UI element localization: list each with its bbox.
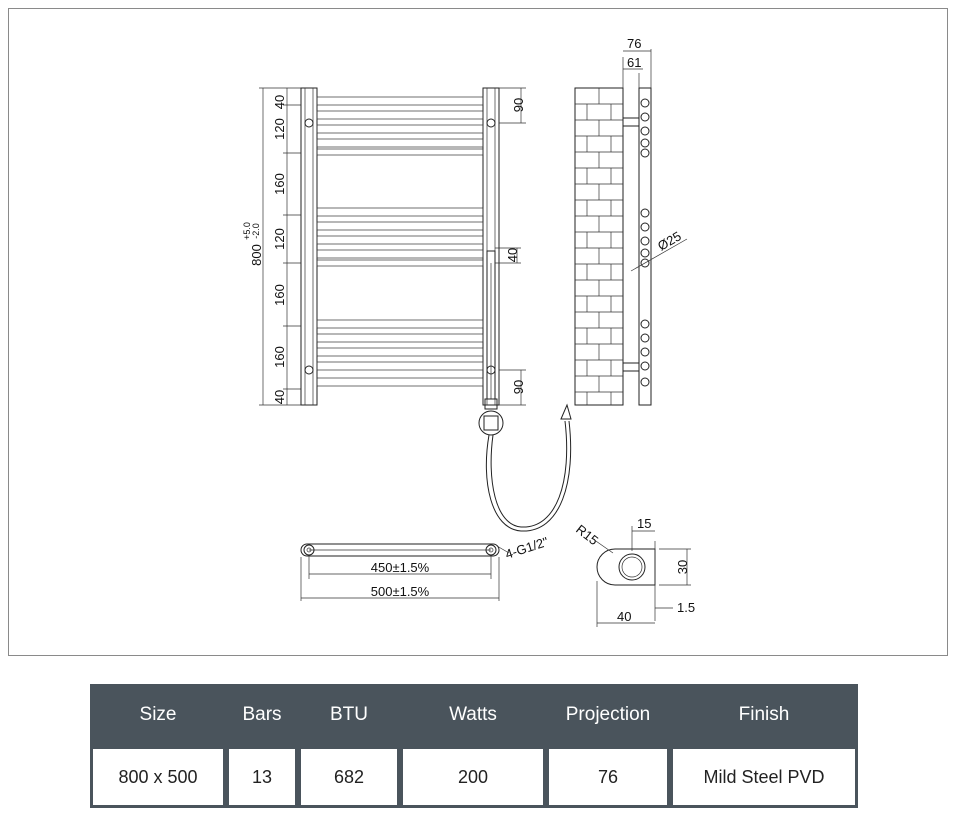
front-view: 40 120 160 120 160 160 40 800 +5.0 -2.0 …: [242, 87, 572, 532]
header-bars: Bars: [242, 704, 282, 725]
dim-160-a: 160: [272, 173, 287, 195]
table-row: 800 x 500 13 682 200 76 Mild Steel PVD: [90, 747, 858, 808]
dim-160-c: 160: [272, 346, 287, 368]
bottom-view: 450±1.5% 500±1.5% 4-G1/2": [300, 534, 550, 601]
header-btu: BTU: [330, 704, 368, 725]
dim-40-top: 40: [272, 95, 287, 109]
dim-profile-40: 40: [617, 609, 631, 624]
side-view: 76 61 Ø25: [574, 36, 688, 406]
header-watts: Watts: [449, 704, 497, 725]
thread-spec: 4-G1/2": [503, 534, 550, 562]
dim-side-76: 76: [627, 36, 641, 51]
dim-tol-minus: -2.0: [251, 223, 261, 239]
cell-finish: Mild Steel PVD: [670, 747, 858, 808]
dim-overall-height: 800: [249, 244, 264, 266]
dim-right-mid: 40: [505, 248, 520, 262]
dim-width-overall: 500±1.5%: [371, 584, 430, 599]
profile-detail: R15 15 30 1.5 40: [573, 516, 695, 627]
cell-size: 800 x 500: [90, 747, 226, 808]
dim-120-b: 120: [272, 228, 287, 250]
dim-40-bottom: 40: [272, 390, 287, 404]
dim-width-centers: 450±1.5%: [371, 560, 430, 575]
cell-bars: 13: [226, 747, 298, 808]
table-header-row: Size Bars BTU Watts Projection Finish: [90, 684, 858, 746]
dim-profile-15: 15: [637, 516, 651, 531]
dim-160-b: 160: [272, 284, 287, 306]
dim-side-61: 61: [627, 55, 641, 70]
dim-tube-diameter: Ø25: [655, 228, 684, 253]
cell-watts: 200: [400, 747, 546, 808]
cell-projection: 76: [546, 747, 670, 808]
header-projection: Projection: [565, 704, 651, 725]
dim-right-top: 90: [511, 98, 526, 112]
drawing-svg: 40 120 160 120 160 160 40 800 +5.0 -2.0 …: [242, 36, 695, 627]
dim-profile-1-5: 1.5: [677, 600, 695, 615]
spec-table: Size Bars BTU Watts Projection Finish 80…: [90, 684, 858, 808]
header-size: Size: [139, 704, 177, 725]
dim-tol-plus: +5.0: [242, 222, 252, 240]
dim-radius: R15: [573, 522, 601, 549]
technical-drawing: 40 120 160 120 160 160 40 800 +5.0 -2.0 …: [8, 8, 948, 656]
dim-profile-30: 30: [675, 560, 690, 574]
dim-120-a: 120: [272, 118, 287, 140]
header-finish: Finish: [738, 704, 790, 725]
cell-btu: 682: [298, 747, 400, 808]
dim-right-bottom: 90: [511, 380, 526, 394]
